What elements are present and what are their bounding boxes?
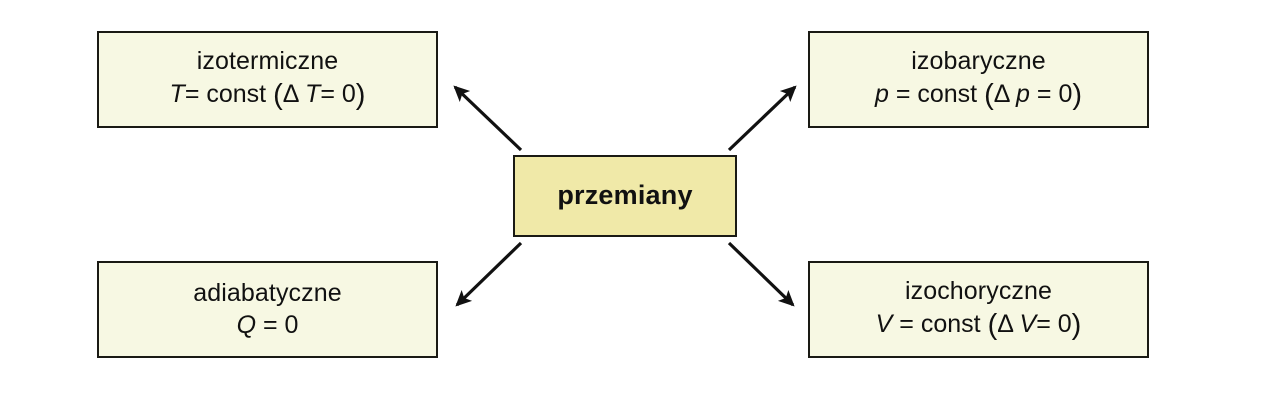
formula-condition: = const (895, 80, 978, 109)
formula-paren-close: ) (1072, 79, 1083, 112)
node-izochoryczne-formula: V = const (Δ V= 0) (876, 308, 1082, 342)
node-izobaryczne-name: izobaryczne (911, 46, 1046, 75)
formula-condition: = const (184, 80, 267, 109)
node-izochoryczne: izochoryczne V = const (Δ V= 0) (808, 261, 1149, 358)
node-izochoryczne-name: izochoryczne (904, 276, 1053, 305)
formula-delta-value: = 0 (320, 80, 356, 109)
arrow-to-adiabatyczne-line (455, 241, 523, 307)
formula-paren-close: ) (1071, 309, 1082, 342)
arrow-to-izobaryczne-line (727, 85, 797, 152)
formula-delta-value: = 0 (1036, 80, 1073, 109)
formula-variable: T (169, 80, 185, 109)
node-adiabatyczne-formula: Q = 0 (237, 311, 299, 341)
formula-paren-close: ) (355, 79, 366, 112)
arrow-to-izotermiczne-line (453, 85, 523, 152)
node-izotermiczne-formula: T= const (Δ T= 0) (170, 78, 366, 112)
formula-delta-variable: T (305, 80, 321, 109)
formula-delta-value: = 0 (1036, 310, 1072, 339)
node-adiabatyczne: adiabatyczne Q = 0 (97, 261, 438, 358)
formula-delta-symbol: Δ (993, 80, 1010, 109)
formula-paren-open: ( (987, 309, 998, 342)
formula-condition: = const (899, 310, 981, 339)
formula-delta-variable: p (1016, 80, 1030, 109)
formula-delta-symbol: Δ (282, 80, 299, 109)
node-izobaryczne: izobaryczne p = const (Δ p = 0) (808, 31, 1149, 128)
node-przemiany-center: przemiany (513, 155, 737, 237)
arrow-to-izochoryczne-line (727, 241, 795, 307)
formula-paren-open: ( (273, 79, 283, 112)
formula-variable: Q (236, 310, 257, 339)
node-adiabatyczne-name: adiabatyczne (193, 279, 342, 307)
node-izotermiczne-name: izotermiczne (196, 46, 339, 75)
formula-variable: V (875, 310, 893, 339)
formula-paren-open: ( (984, 79, 994, 112)
formula-delta-variable: V (1019, 310, 1037, 339)
node-przemiany-label: przemiany (557, 180, 693, 211)
formula-variable: p (874, 80, 889, 109)
formula-condition: = 0 (262, 310, 299, 339)
formula-delta-symbol: Δ (997, 310, 1013, 339)
node-izotermiczne: izotermiczne T= const (Δ T= 0) (97, 31, 438, 128)
node-izobaryczne-formula: p = const (Δ p = 0) (875, 78, 1082, 112)
